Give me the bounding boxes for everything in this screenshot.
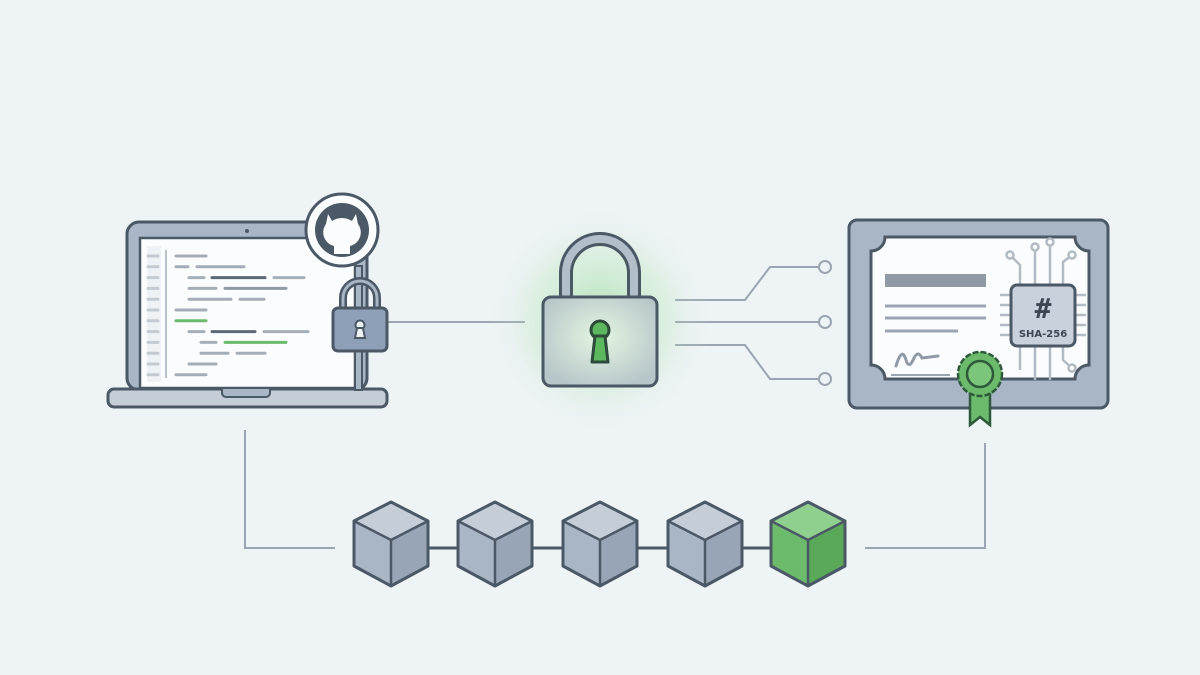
blockchain <box>352 500 847 588</box>
chip-icon: # SHA-256 <box>1000 237 1086 380</box>
hash-symbol: # <box>1035 292 1052 325</box>
block-icon <box>666 500 744 588</box>
ribbon-seal-icon <box>956 350 1004 428</box>
code-lines <box>147 246 167 382</box>
small-padlock-icon <box>331 277 389 353</box>
sha-256-label: SHA-256 <box>1019 329 1067 340</box>
block-icon <box>456 500 534 588</box>
block-icon <box>352 500 430 588</box>
laptop-icon <box>106 220 389 409</box>
block-icon <box>561 500 639 588</box>
padlock-icon <box>485 205 715 435</box>
verified-block-icon <box>769 500 847 588</box>
certificate-icon: # SHA-256 <box>847 218 1110 428</box>
